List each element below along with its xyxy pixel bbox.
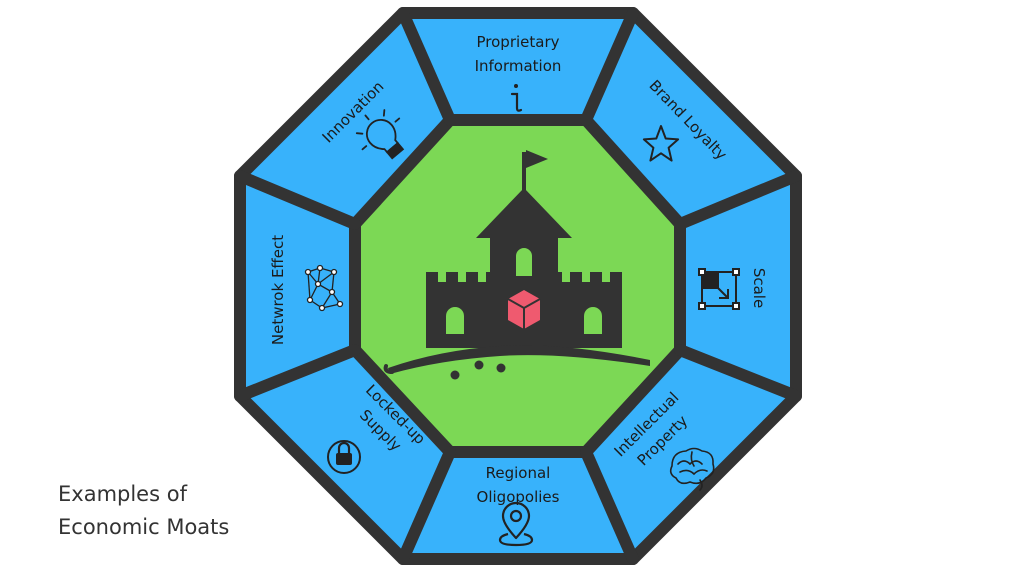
padlock-icon: [327, 440, 361, 474]
segment-scale: Scale: [698, 268, 768, 310]
diagram-caption: Examples of Economic Moats: [58, 478, 229, 544]
segment-label-line1: Scale: [750, 268, 768, 308]
caption-line2: Economic Moats: [58, 515, 230, 539]
star-icon: [642, 125, 680, 162]
castle-icon: [383, 150, 650, 380]
brain-icon: [669, 447, 715, 491]
segment-label-line2: Information: [475, 57, 562, 75]
scale-resize-icon: [698, 268, 740, 310]
lightbulb-icon: [355, 109, 405, 160]
caption-line1: Examples of: [58, 482, 187, 506]
segment-network-effect: Netwrok Effect: [269, 235, 344, 345]
network-icon: [304, 264, 344, 312]
segment-label-line1: Proprietary: [477, 33, 560, 51]
segment-label-line1: Regional: [486, 464, 551, 482]
info-icon: [510, 84, 523, 112]
segment-label-line1: Netwrok Effect: [269, 235, 287, 345]
segment-proprietary-information: Proprietary Information: [475, 33, 562, 112]
segment-regional-oligopolies: Regional Oligopolies: [477, 464, 560, 547]
segment-label-line2: Oligopolies: [477, 488, 560, 506]
map-pin-icon: [498, 501, 534, 547]
segment-dividers: [234, 7, 802, 565]
gem-icon: [507, 290, 541, 329]
